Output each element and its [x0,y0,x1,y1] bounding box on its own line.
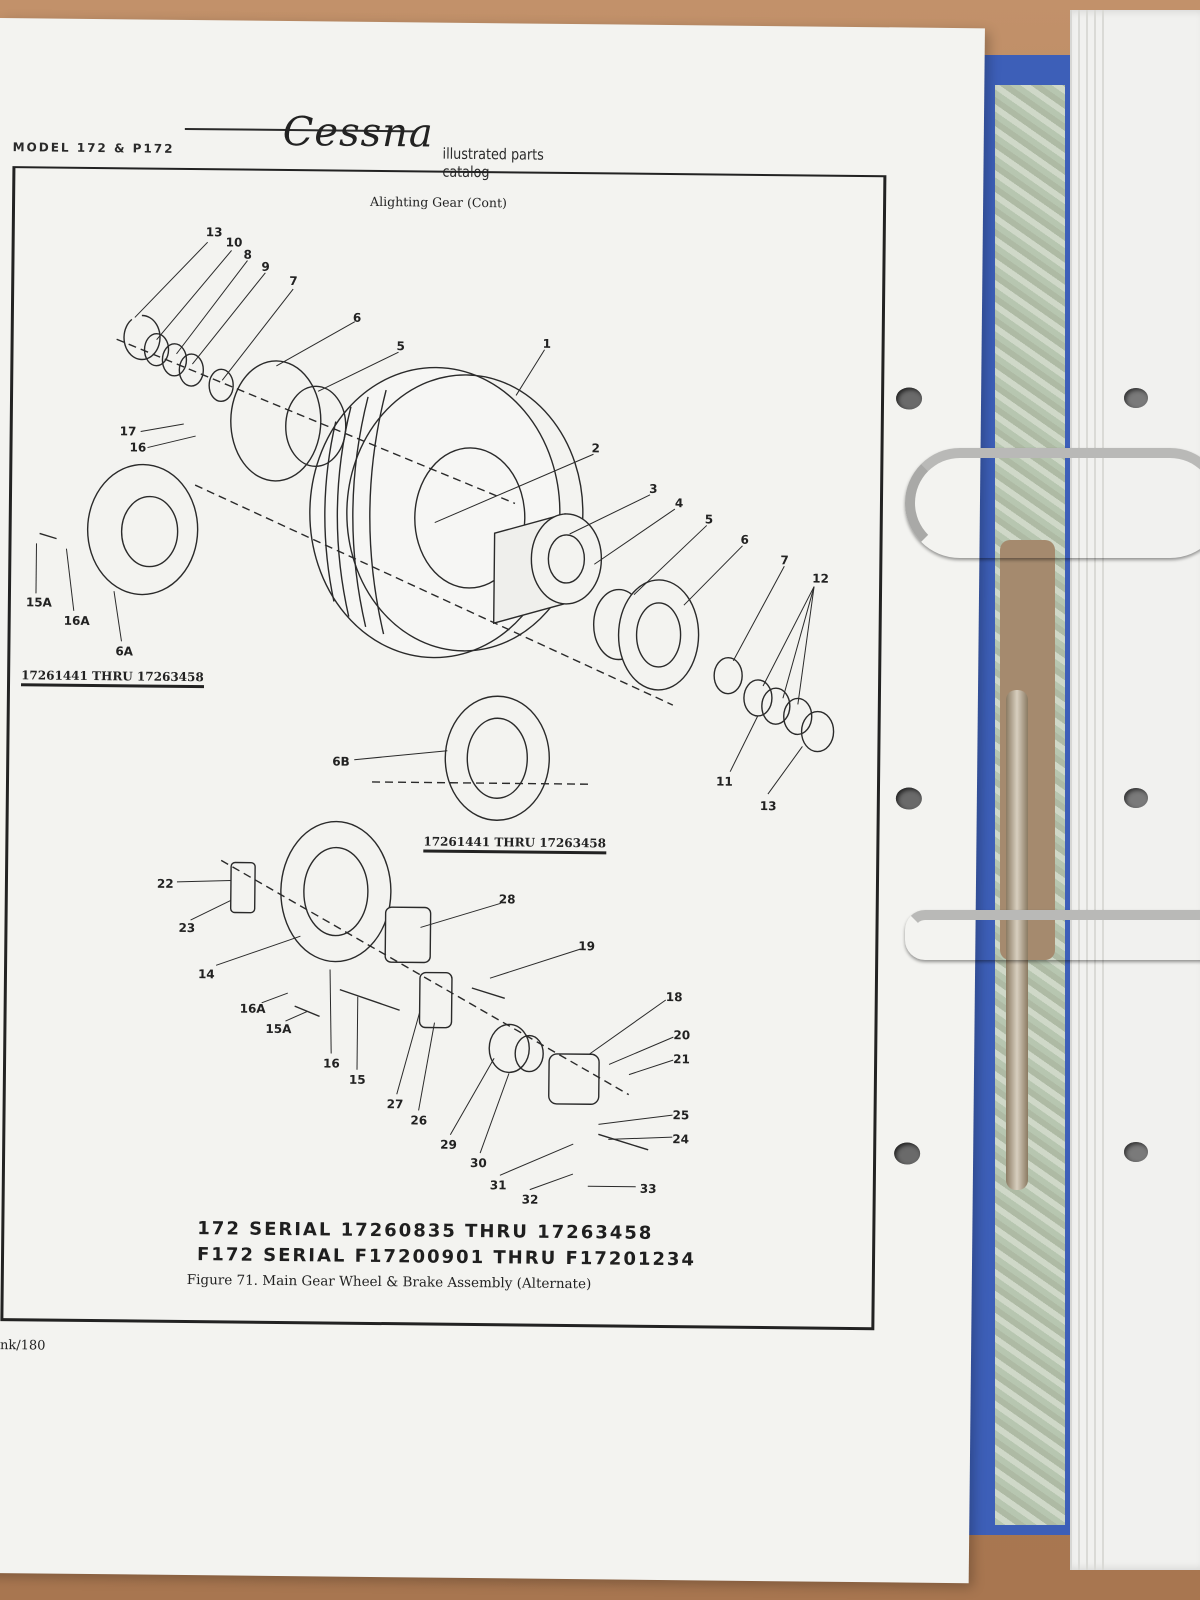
callout-label: 15A [265,1022,292,1036]
punch-hole [1124,1142,1148,1162]
callout-label: 26 [410,1113,427,1127]
callout-label: 9 [261,260,270,274]
callout-label: 11 [716,775,733,789]
callout-label: 8 [243,248,252,262]
callout-label: 14 [198,967,215,981]
callout-label: 12 [812,572,829,586]
callout-label: 25 [672,1108,689,1122]
callout-label: 1 [543,337,552,351]
callout-label: 6B [332,755,350,769]
callout-label: 16 [323,1056,340,1070]
catalog-page: MODEL 172 & P172 Cessna illustrated part… [0,18,985,1584]
callout-label: 32 [522,1193,539,1207]
binder-lever [1006,690,1028,1190]
callout-label: 16A [240,1002,267,1016]
callout-label: 3 [649,482,658,496]
callout-label: 15 [349,1073,366,1087]
callout-label: 29 [440,1138,457,1152]
callout-label: 13 [206,225,223,239]
callout-label: 6 [353,311,362,325]
callout-label: 27 [387,1097,404,1111]
callout-label: 16 [129,440,146,454]
serial-range-left: 17261441 THRU 17263458 [21,668,204,689]
callout-label: 13 [760,799,777,813]
callout-label: 19 [578,939,595,953]
callout-label: 4 [675,496,684,510]
callout-label: 31 [490,1178,507,1192]
callout-label: 28 [499,892,516,906]
tire-drawing [309,366,584,659]
callout-label: 24 [672,1132,689,1146]
callout-label: 21 [673,1052,690,1066]
callout-label: 5 [705,512,714,526]
callout-label: 7 [289,274,298,288]
callout-label: 5 [397,339,406,353]
hub-drawing [492,513,603,625]
page-footer: lank/180 [0,1337,46,1354]
callout-label: 6A [115,644,133,658]
callout-label: 15A [26,595,53,609]
callout-label: 16A [64,614,91,628]
callout-label: 17 [120,424,137,438]
callout-label: 2 [591,441,600,455]
callout-label: 7 [780,553,789,567]
punch-hole [1124,788,1148,808]
callout-label: 22 [157,877,174,891]
callout-label: 20 [673,1028,690,1042]
callout-label: 23 [178,921,195,935]
callout-label: 18 [666,990,683,1004]
callout-label: 30 [470,1156,487,1170]
callout-label: 10 [226,235,243,249]
punch-hole [1124,388,1148,408]
exploded-diagram: 13 10 8 9 7 6 5 1 17 16 2 3 4 5 6 7 12 1… [26,225,835,1207]
binder-ring-top [905,448,1200,558]
serial-range-center: 17261441 THRU 17263458 [423,834,607,855]
binder-ring-bottom [905,910,1200,960]
callout-label: 6 [741,533,750,547]
right-page-stack [1070,10,1200,1570]
callout-label: 33 [640,1182,657,1196]
